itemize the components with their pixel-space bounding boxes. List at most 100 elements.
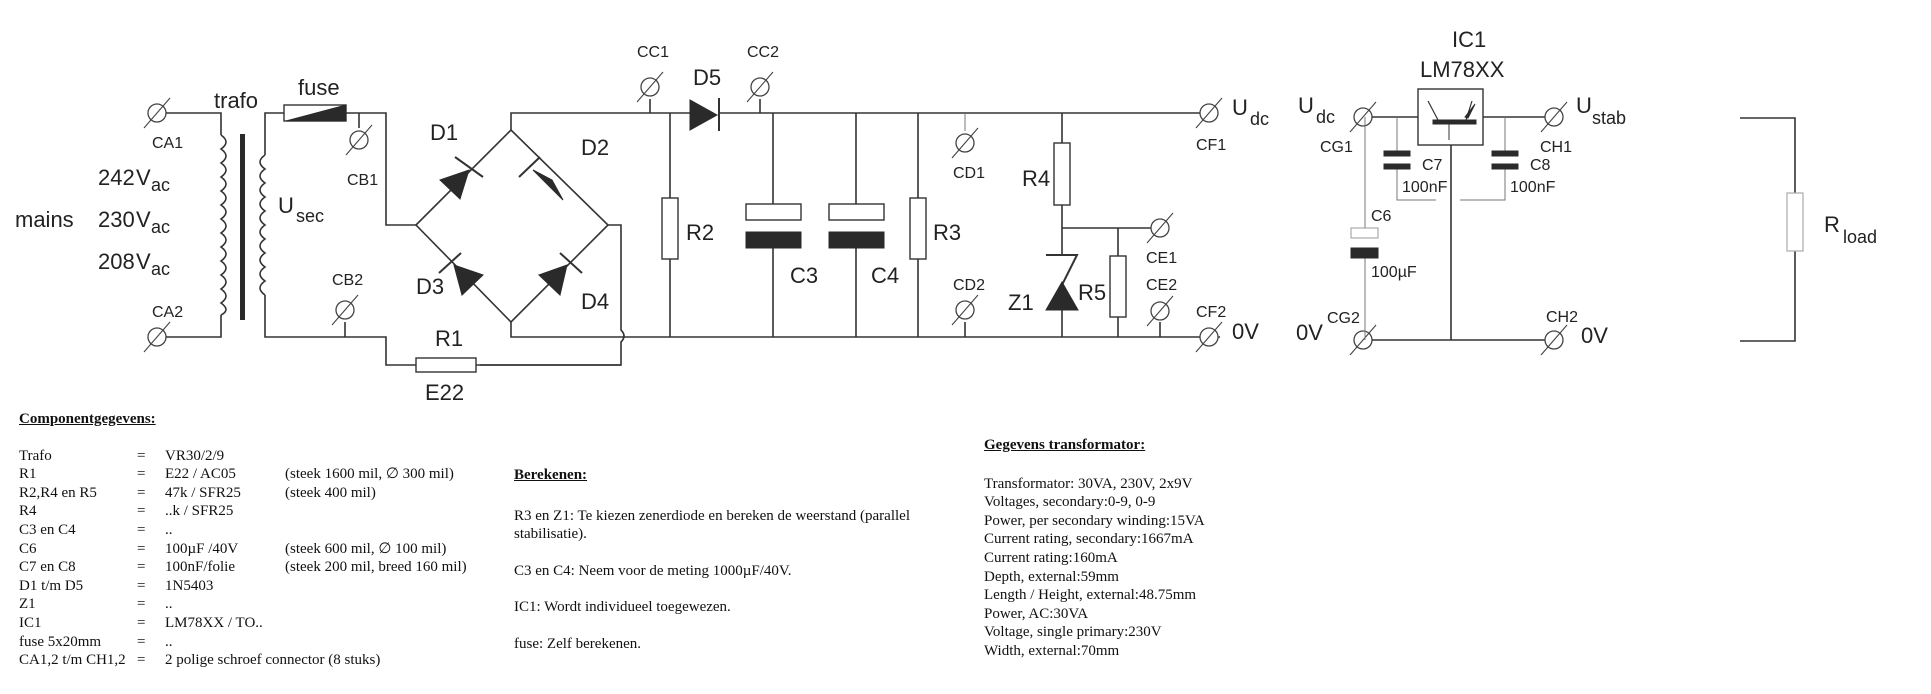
svg-text:load: load xyxy=(1843,227,1877,247)
terminal-ch2-label: CH2 xyxy=(1546,309,1578,326)
equals-sign: = xyxy=(137,577,146,594)
resistor-r1-value: E22 xyxy=(425,380,464,400)
svg-text:sec: sec xyxy=(296,206,324,226)
zero-v-stab-label: 0V xyxy=(1581,323,1608,348)
terminal-ch1-label: CH1 xyxy=(1540,139,1572,156)
svg-text:V: V xyxy=(136,249,151,274)
equals-sign: = xyxy=(137,633,146,650)
primary-winding-icon xyxy=(219,134,227,316)
svg-text:230: 230 xyxy=(98,207,135,232)
component-value: 2 polige schroef connector (8 stuks) xyxy=(165,652,381,669)
capacitor-c3-label: C3 xyxy=(790,263,818,288)
component-data-title: Componentgegevens: xyxy=(19,411,156,427)
component-row: C3 en C4=.. xyxy=(19,521,467,540)
component-name: R1 xyxy=(19,466,37,483)
terminal-cf2-label: CF2 xyxy=(1196,304,1226,321)
diode-d4-icon xyxy=(538,252,583,296)
equals-sign: = xyxy=(137,540,146,557)
terminal-cb1-label: CB1 xyxy=(347,172,378,189)
capacitor-c7-value: 100nF xyxy=(1402,179,1448,196)
equals-sign: = xyxy=(137,466,146,483)
svg-text:R: R xyxy=(1824,212,1840,237)
resistor-r1-label: R1 xyxy=(435,326,463,351)
terminal-cg1-label: CG1 xyxy=(1320,139,1353,156)
equals-sign: = xyxy=(137,652,146,669)
component-row: R2,R4 en R5=47k / SFR25(steek 400 mil) xyxy=(19,484,467,503)
component-value: 1N5403 xyxy=(165,577,214,594)
component-row: R4 = ..k / SFR25 xyxy=(19,502,467,521)
component-name: CA1,2 t/m CH1,2 xyxy=(19,652,126,669)
svg-text:ac: ac xyxy=(151,217,170,237)
transformer-spec-line: Power, per secondary winding:15VA xyxy=(984,512,1205,529)
equals-sign: = xyxy=(137,503,146,520)
component-name: Trafo xyxy=(19,447,52,464)
usec-label: U sec xyxy=(278,193,324,226)
regulator-ic1-icon xyxy=(1417,88,1484,146)
terminal-cg2-label: CG2 xyxy=(1327,310,1360,327)
component-value: ..k / SFR25 xyxy=(165,503,234,520)
terminal-cb2-icon xyxy=(331,294,359,326)
power-supply-schematic: mains 242 V ac 230 V ac 208 V ac CA1 CA2… xyxy=(15,27,1877,400)
terminal-ca1-label: CA1 xyxy=(152,135,183,152)
svg-text:dc: dc xyxy=(1316,107,1335,127)
diode-d1-icon xyxy=(439,156,484,200)
capacitor-c7-label: C7 xyxy=(1422,157,1443,174)
terminal-ce2-label: CE2 xyxy=(1146,277,1177,294)
resistor-r3-label: R3 xyxy=(933,220,961,245)
capacitor-c6-label: C6 xyxy=(1371,208,1392,225)
diode-d5-icon xyxy=(689,98,720,131)
zener-z1-icon xyxy=(1045,254,1079,311)
rload-label: R load xyxy=(1824,212,1877,247)
component-value: .. xyxy=(165,633,173,650)
component-value: E22 / AC05 xyxy=(165,466,236,483)
svg-text:U: U xyxy=(1576,93,1592,118)
wire-sec-top xyxy=(264,112,284,155)
component-name: R4 xyxy=(19,503,37,520)
component-row: IC1=LM78XX / TO.. xyxy=(19,614,467,633)
calculate-paragraphs: R3 en Z1: Te kiezen zenerdiode en bereke… xyxy=(514,507,974,654)
terminal-ch1-icon xyxy=(1540,101,1568,133)
transformer-spec-line: Voltage, single primary:230V xyxy=(984,624,1162,641)
svg-text:U: U xyxy=(1298,93,1314,118)
voltage-tap-208: 208 V ac xyxy=(98,249,170,279)
equals-sign: = xyxy=(137,521,146,538)
svg-text:U: U xyxy=(1232,95,1248,120)
mains-label: mains xyxy=(15,207,74,232)
capacitor-c6-value: 100µF xyxy=(1371,264,1417,281)
diode-d4-label: D4 xyxy=(581,289,609,314)
zero-v-input-label: 0V xyxy=(1296,320,1323,345)
component-row: fuse 5x20mm=.. xyxy=(19,633,467,652)
transformer-spec-line: Transformator: 30VA, 230V, 2x9V xyxy=(984,475,1193,492)
terminal-cb1-icon xyxy=(345,124,373,156)
resistor-r1-icon xyxy=(415,357,477,373)
component-name: IC1 xyxy=(19,614,42,631)
calculate-paragraph: IC1: Wordt individueel toegewezen. xyxy=(514,599,731,616)
trafo-label: trafo xyxy=(214,88,258,113)
calculate-title: Berekenen: xyxy=(514,467,588,483)
component-note: (steek 200 mil, breed 160 mil) xyxy=(285,559,467,576)
svg-text:V: V xyxy=(136,207,151,232)
diode-d3-icon xyxy=(438,252,484,296)
component-value: 100nF/folie xyxy=(165,559,235,576)
transformer-spec-line: Length / Height, external:48.75mm xyxy=(984,587,1197,604)
voltage-tap-242: 242 V ac xyxy=(98,165,170,195)
transformer-spec-line: Voltages, secondary:0-9, 0-9 xyxy=(984,494,1156,511)
svg-text:stab: stab xyxy=(1592,108,1626,128)
svg-text:V: V xyxy=(136,165,151,190)
ustab-label: U stab xyxy=(1576,93,1626,128)
wire-ca1 xyxy=(166,112,222,135)
wire-fuse-bridge xyxy=(346,112,416,226)
component-row: R1=E22 / AC05(steek 1600 mil, ∅ 300 mil) xyxy=(19,465,467,484)
resistor-r3-icon xyxy=(909,197,927,260)
terminal-cf2-icon xyxy=(1195,321,1223,353)
calculate-paragraph: fuse: Zelf berekenen. xyxy=(514,635,642,652)
wire-c7 xyxy=(1396,117,1436,201)
resistor-r5-label: R5 xyxy=(1078,280,1106,305)
zener-z1-label: Z1 xyxy=(1008,290,1034,315)
svg-text:242: 242 xyxy=(98,165,135,190)
resistor-r5-icon xyxy=(1109,255,1127,318)
terminal-cd1-label: CD1 xyxy=(953,165,985,182)
equals-sign: = xyxy=(137,596,146,613)
transformer-spec-line: Current rating:160mA xyxy=(984,549,1118,566)
